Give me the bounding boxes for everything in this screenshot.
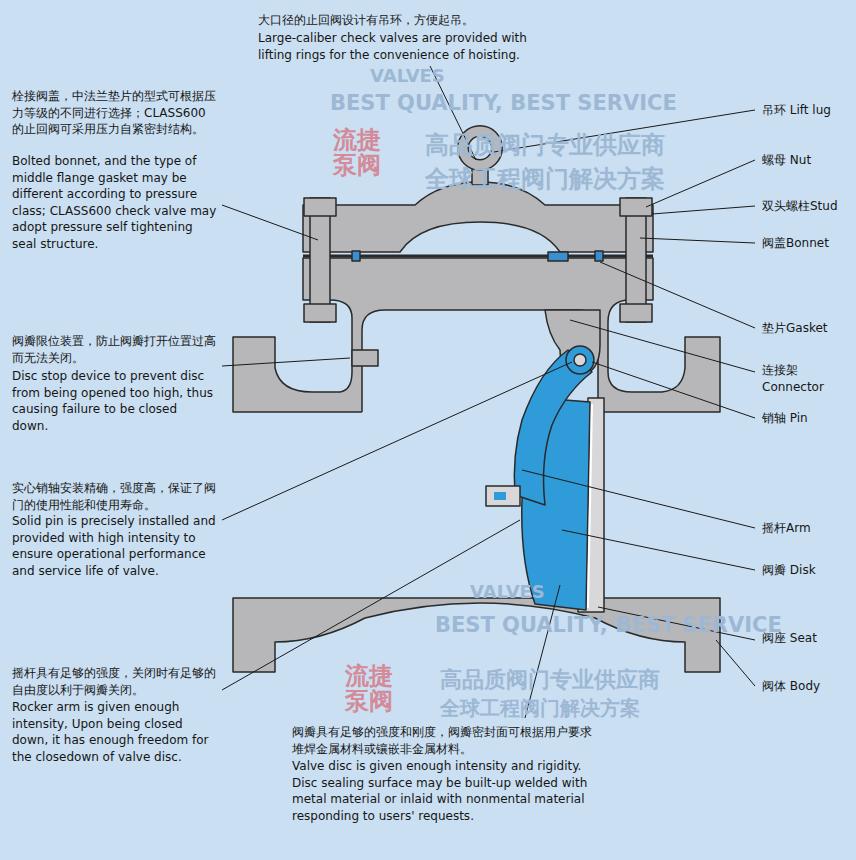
- watermark: 全球工程阀门解决方案: [440, 697, 640, 719]
- gasket-seal: [548, 252, 568, 261]
- part-name: 阀盖Bonnet: [762, 235, 829, 252]
- note-text: Bolted bonnet, and the type of middle fl…: [12, 153, 217, 252]
- part-name: 阀体 Body: [762, 678, 820, 695]
- pin: [566, 346, 594, 374]
- studs: [304, 198, 652, 322]
- watermark: BEST QUALITY, BEST SERVICE: [330, 92, 677, 115]
- disc-stop: [352, 350, 378, 366]
- note-text: 栓接阀盖，中法兰垫片的型式可根据压力等级的不同进行选择；CLASS600的止回阀…: [12, 88, 217, 138]
- part-name: 连接架 Connector: [762, 362, 842, 395]
- part-name: 垫片Gasket: [762, 320, 828, 337]
- part-name: 阀瓣 Disk: [762, 562, 816, 579]
- disk-nut-slot: [494, 492, 506, 500]
- note-text: Rocker arm is given enough intensity, Up…: [12, 699, 217, 765]
- part-name: 销轴 Pin: [762, 410, 808, 427]
- bonnet: [303, 182, 653, 252]
- watermark: 全球工程阀门解决方案: [425, 166, 665, 192]
- gasket-seal: [595, 251, 603, 261]
- note-text: 实心销轴安装精确，强度高，保证了阀门的使用性能和使用寿命。: [12, 480, 217, 513]
- watermark-stamp: 流捷泵阀: [345, 664, 395, 714]
- pin-core: [574, 354, 586, 366]
- note-text: 摇杆具有足够的强度，关闭时有足够的自由度以利于阀瓣关闭。: [12, 665, 217, 698]
- watermark: 高品质阀门专业供应商: [440, 668, 660, 692]
- note-text: Disc stop device to prevent disc from be…: [12, 368, 217, 434]
- part-name: 螺母 Nut: [762, 152, 811, 169]
- part-name: 吊环 Lift lug: [762, 102, 831, 119]
- watermark: VALVES: [470, 582, 545, 602]
- watermark: 高品质阀门专业供应商: [425, 132, 665, 158]
- part-name: 摇杆Arm: [762, 520, 811, 537]
- watermark-stamp: 流捷泵阀: [333, 128, 383, 178]
- gasket-seal: [352, 251, 360, 261]
- note-text: 阀瓣限位装置，防止阀瓣打开位置过高而无法关闭。: [12, 333, 217, 366]
- disk-nut: [486, 486, 520, 506]
- part-name: 双头螺柱Stud: [762, 198, 838, 215]
- note-text: 阀瓣具有足够的强度和刚度，阀瓣密封面可根据用户要求堆焊金属材料或镶嵌非金属材料。: [292, 724, 592, 757]
- note-text: Solid pin is precisely installed and pro…: [12, 513, 217, 579]
- note-text: 大口径的止回阀设计有吊环，方便起吊。: [258, 12, 558, 29]
- watermark: VALVES: [370, 66, 445, 86]
- watermark: BEST QUALITY, BEST SERVICE: [435, 614, 782, 637]
- note-text: Valve disc is given enough intensity and…: [292, 758, 592, 824]
- valve-body-upper: [233, 258, 720, 412]
- disk-seal: [588, 404, 592, 608]
- note-text: Large-caliber check valves are provided …: [258, 30, 558, 63]
